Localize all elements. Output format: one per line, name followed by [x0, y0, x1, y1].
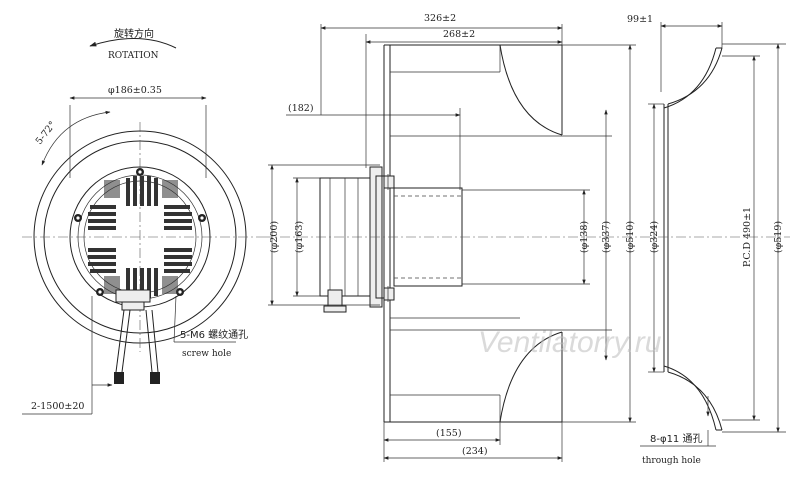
dim-268: 268±2: [443, 29, 475, 40]
dim-d186: φ186±0.35: [108, 85, 162, 96]
side-view: 326±2 268±2 (182): [262, 13, 640, 462]
dim-pcd: P.C.D 490±1: [742, 207, 753, 267]
watermark: Ventilatorry.ru: [478, 326, 662, 359]
rotation-cn-label: 旋转方向: [114, 27, 154, 40]
dim-d324: (φ324): [649, 221, 660, 253]
dim-234: (234): [462, 446, 488, 457]
dim-d200: (φ200): [269, 221, 280, 253]
dim-182: (182): [288, 103, 314, 114]
dim-99: 99±1: [627, 14, 653, 25]
dim-155: (155): [436, 428, 462, 439]
dim-d519: (φ519): [773, 221, 784, 253]
m6-en-label: screw hole: [182, 349, 231, 359]
fin-grid: [88, 176, 192, 298]
front-view: 旋转方向 ROTATION φ186±0.35 5-72°: [22, 27, 262, 415]
dim-d138: (φ138): [579, 221, 590, 253]
cables: [114, 309, 160, 384]
hole-cn-label: 8-φ11 通孔: [650, 433, 702, 445]
dim-d510: (φ510): [625, 221, 636, 253]
inlet-ring-view: 99±1 (φ324) P.C.D 490±1 (φ519) 8-φ11 通孔 …: [627, 14, 790, 466]
m6-cn-label: 5-M6 螺纹通孔: [180, 328, 248, 341]
dim-cable: 2-1500±20: [31, 401, 84, 412]
hole-en-label: through hole: [642, 456, 701, 466]
angle-arc: [41, 110, 111, 166]
dim-326: 326±2: [424, 13, 456, 24]
dim-d163: (φ163): [294, 221, 305, 253]
dim-angle: 5-72°: [34, 120, 59, 147]
rotation-en-label: ROTATION: [108, 51, 159, 61]
rotation-arrow: [89, 38, 177, 49]
dim-d337: (φ337): [601, 221, 612, 253]
